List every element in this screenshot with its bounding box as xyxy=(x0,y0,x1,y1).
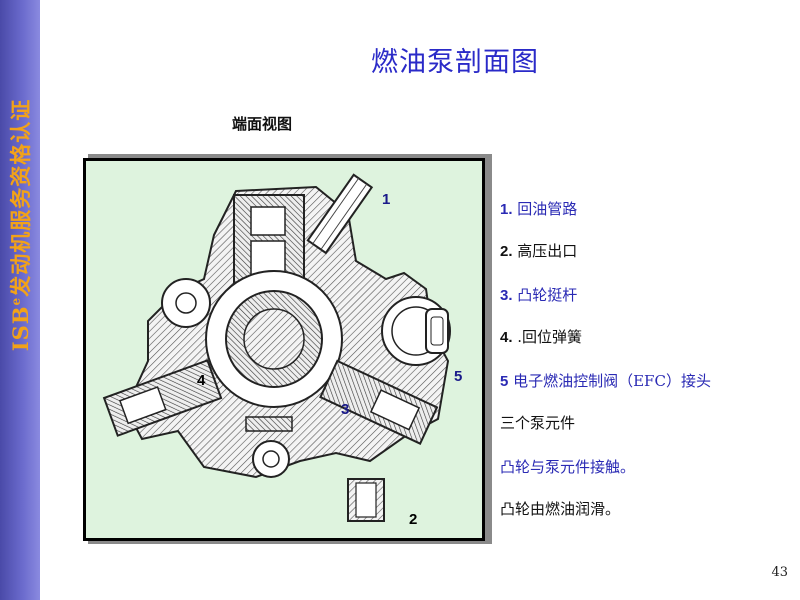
callout-1: 1 xyxy=(382,191,391,208)
high-pressure-outlet xyxy=(347,478,385,522)
figure-subtitle: 端面视图 xyxy=(232,115,293,133)
callout-4: 4 xyxy=(197,372,206,389)
sidebar-brand: ISB xyxy=(8,305,33,352)
legend-item: 3. 凸轮挺杆 xyxy=(500,286,578,304)
legend-item: 5 电子燃油控制阀（EFC）接头 xyxy=(500,372,711,390)
pump-cross-section-drawing xyxy=(102,173,451,522)
legend-item: 2. 高压出口 xyxy=(500,242,578,260)
slide-title: 燃油泵剖面图 xyxy=(371,47,539,78)
callout-3: 3 xyxy=(341,401,350,418)
legend-item: 1. 回油管路 xyxy=(500,200,578,218)
sidebar-brand-sup: e xyxy=(9,296,23,306)
legend-item: 凸轮与泵元件接触。 xyxy=(500,458,636,476)
legend-item: 三个泵元件 xyxy=(500,414,576,432)
callout-2: 2 xyxy=(409,511,418,528)
sidebar-band xyxy=(0,0,40,600)
legend-item: 4. .回位弹簧 xyxy=(500,328,583,346)
legend-item: 凸轮由燃油润滑。 xyxy=(500,500,621,518)
callout-5: 5 xyxy=(454,368,463,385)
sidebar-caption: 发动机服务资格认证 xyxy=(8,98,33,297)
right-pump-element xyxy=(319,359,439,445)
sidebar-brand-text: ISBe发动机服务资格认证 xyxy=(5,99,35,351)
page-number: 43 xyxy=(771,565,788,580)
left-pump-element xyxy=(102,359,223,437)
return-line xyxy=(306,173,374,255)
pump-diagram-frame: 1 2 3 4 5 xyxy=(83,158,485,541)
